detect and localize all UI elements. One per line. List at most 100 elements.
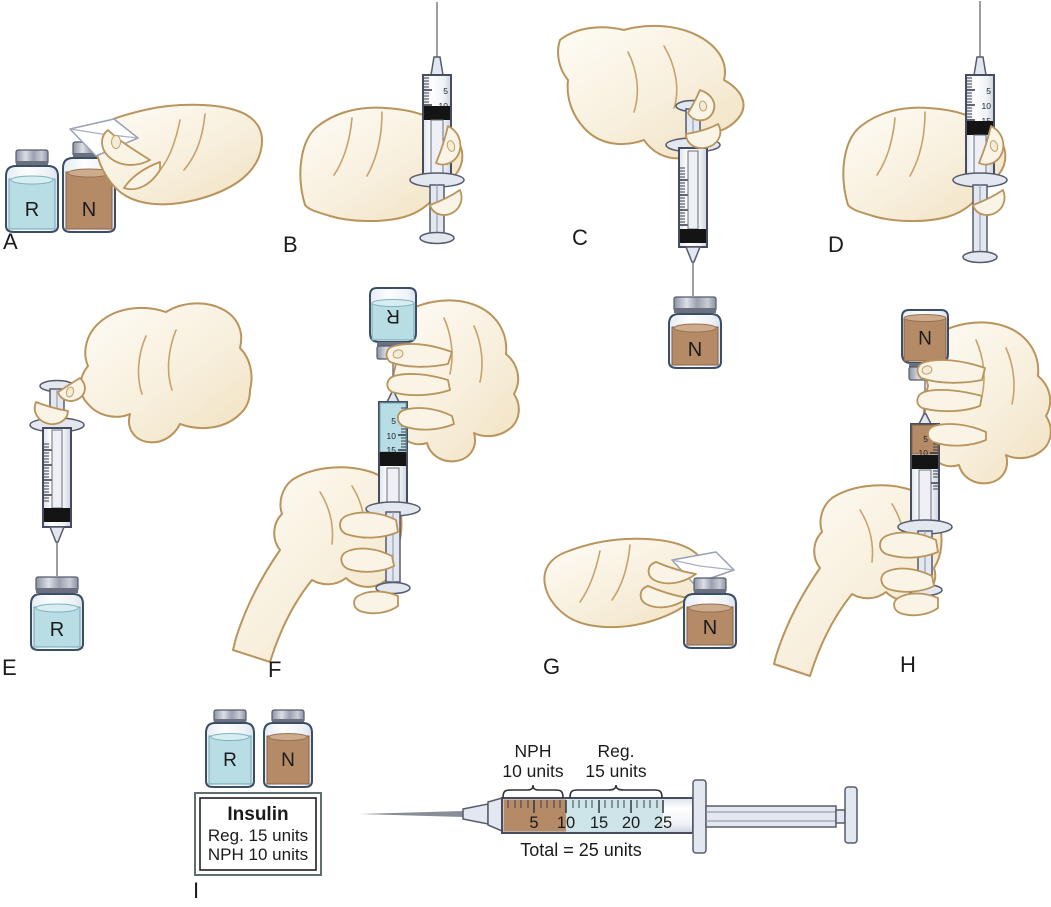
inverted-vial-regular: R [369, 287, 417, 360]
vial-cap-band [16, 161, 48, 166]
finger-crease [159, 119, 181, 171]
vial-cap-band [36, 588, 78, 593]
fingernail [65, 386, 75, 398]
vial-regular-small: R [205, 709, 255, 788]
liquid-surface [268, 733, 308, 741]
regular-insulin-liquid [8, 178, 56, 230]
scale-number: 10 [387, 431, 397, 441]
vial-cap-band [214, 719, 246, 723]
scale-number: 15 [590, 814, 608, 832]
scale-number: 20 [622, 814, 640, 832]
panel-f: R 5 10 15 F [232, 287, 520, 682]
mixed-dose-syringe: 5 10 15 20 25 NPH 10 units Reg. 15 units… [360, 741, 858, 860]
finger-crease [183, 113, 206, 171]
plunger-thumb-rest [844, 786, 858, 844]
finger-crease [876, 117, 896, 176]
minor-ticks [967, 77, 972, 118]
major-ticks [533, 800, 664, 813]
vial-letter: N [82, 199, 96, 221]
panel-label: C [572, 225, 588, 250]
scale-number: 5 [986, 86, 991, 96]
vial-regular: R [30, 576, 84, 651]
hand-pushing-plunger [79, 302, 253, 444]
hand-holding-syringe [299, 106, 464, 223]
plunger-stopper [380, 452, 406, 466]
major-ticks [967, 89, 975, 121]
major-ticks [44, 449, 52, 496]
nph-brace [502, 784, 564, 799]
order-box-inner-border [199, 797, 317, 871]
finger-crease [1005, 347, 1015, 405]
scale-number: 10 [919, 448, 929, 458]
index-finger [385, 343, 453, 368]
vial-letter: N [688, 339, 702, 361]
needle [360, 811, 463, 817]
plunger-stopper [424, 106, 450, 120]
fingernail [392, 349, 404, 359]
liquid-surface [688, 603, 732, 613]
liquid-surface [371, 299, 415, 307]
needle-hub [462, 803, 489, 825]
nph-insulin-liquid [686, 606, 734, 646]
fingernail [446, 140, 456, 152]
panel-g: N G [543, 537, 737, 679]
major-ticks [680, 179, 688, 226]
plunger-rod-inside [386, 467, 400, 505]
index-finger [647, 561, 697, 585]
middle-finger [386, 373, 451, 397]
vial-letter: R [50, 619, 64, 641]
plunger-stopper [967, 121, 993, 135]
panel-label: A [3, 229, 18, 254]
nph-annotation-line1: NPH [515, 741, 552, 761]
minor-ticks [680, 167, 685, 223]
fingernail [921, 365, 933, 375]
plunger-rod [705, 805, 837, 828]
curled-finger [33, 401, 69, 425]
major-ticks [424, 89, 432, 106]
plunger-stopper [680, 229, 706, 243]
rod-neck [835, 809, 846, 824]
panel-h: N 5 10 H [773, 309, 1051, 677]
curled-finger [685, 123, 722, 149]
barrel-flange [692, 779, 707, 854]
vial-cap-band [674, 308, 716, 313]
fingernail [698, 100, 708, 112]
scale-number: 10 [982, 101, 992, 111]
vial-letter: N [703, 617, 717, 639]
fingernail [111, 135, 121, 149]
nph-insulin-liquid [903, 317, 947, 362]
total-units-label: Total = 25 units [520, 840, 642, 860]
panel-d: 5 10 15 D [828, 1, 1008, 264]
lower-thumb [880, 567, 935, 593]
finger-crease [333, 117, 353, 176]
panel-c: N C [557, 24, 745, 369]
vial-nph: N [668, 296, 722, 369]
finger-crease [443, 317, 453, 375]
panel-label: B [283, 232, 298, 257]
insulin-order-box: Insulin Reg. 15 units NPH 10 units [194, 792, 322, 876]
panel-label: D [828, 232, 844, 257]
regular-brace [569, 784, 663, 799]
minor-ticks [507, 800, 658, 808]
vial-letter: R [25, 199, 39, 221]
liquid-surface [903, 314, 947, 322]
plunger-rod-inside [918, 469, 932, 521]
vial-cap-band [377, 342, 409, 346]
vial-cap-band [73, 153, 105, 158]
middle-finger [916, 389, 983, 413]
hand-wiping-vial [69, 103, 263, 206]
finger-crease [579, 550, 601, 603]
index-finger [916, 359, 986, 384]
needle-hub [973, 56, 987, 76]
scale-number: 5 [443, 86, 448, 96]
liquid-surface [10, 175, 54, 185]
nph-insulin-liquid [671, 326, 719, 366]
lower-thumb [340, 547, 395, 573]
swab-fold [69, 128, 139, 139]
vial-nph-small: N [263, 709, 313, 788]
finger-crease [859, 509, 874, 563]
vial-regular: R [5, 149, 59, 233]
finger-crease [909, 111, 926, 177]
panel-e: R E [2, 302, 253, 680]
